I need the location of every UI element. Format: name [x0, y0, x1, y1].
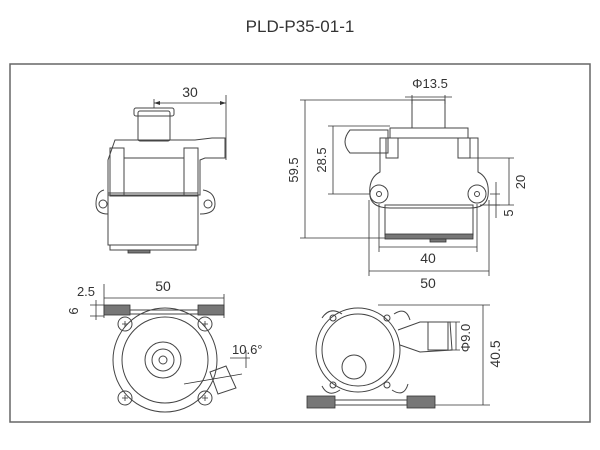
drawing-title: PLD-P35-01-1: [246, 17, 355, 36]
drawing-frame: [9, 63, 591, 423]
dim-mount-offset: 5: [501, 209, 516, 216]
front-view: 30: [95, 84, 227, 254]
dim-inlet-height: 28.5: [314, 147, 329, 172]
dim-outlet-diameter: Φ13.5: [412, 76, 448, 91]
dim-overall-width: 50: [420, 275, 436, 291]
dim-top-width: 50: [155, 278, 171, 294]
dim-outlet-offset: 30: [182, 84, 198, 100]
dim-plate-offset: 2.5: [77, 284, 95, 299]
dim-outlet-angle: 10.6°: [232, 342, 263, 357]
side-view: Φ13.5 59.5 28.5 20 5 40 50: [286, 76, 528, 291]
top-view: 50 2.5 6 10.6°: [66, 278, 263, 413]
dim-hole-spacing: 40: [420, 250, 436, 266]
dim-total-height: 59.5: [286, 157, 301, 182]
bottom-view: Φ9.0 40.5: [306, 304, 503, 409]
dim-depth: 40.5: [487, 340, 503, 367]
dim-plate-height: 6: [66, 307, 81, 314]
dim-mount-height: 20: [513, 175, 528, 189]
dim-inlet-diameter: Φ9.0: [458, 324, 473, 352]
